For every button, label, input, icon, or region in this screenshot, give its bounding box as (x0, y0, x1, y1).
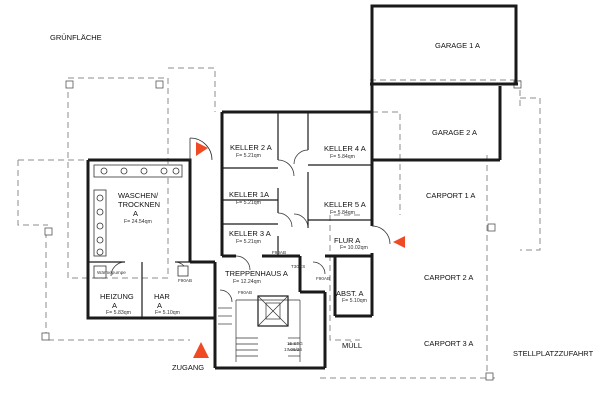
room-keller-2-name: KELLER 2 A (230, 143, 272, 152)
room-keller-5-name: KELLER 5 A (324, 200, 366, 209)
room-waschen-area: F= 24.54qm (124, 219, 152, 225)
entrance-marker-east (393, 236, 405, 248)
staircase (218, 295, 301, 362)
annotation-stair-ratio: 17.06/26 (284, 347, 302, 352)
room-treppenhaus-area: F= 12.24qm (233, 279, 261, 285)
room-treppenhaus-name: TREPPENHAUS A (225, 269, 288, 278)
doors (110, 137, 391, 303)
room-keller-5-area: F= 5.84qm (330, 210, 355, 216)
room-heizung-name-2: A (112, 301, 117, 310)
room-waschen-name-2: TROCKNEN (118, 200, 160, 209)
room-abst-name: ABST. A (336, 289, 364, 298)
entrance-marker-south (193, 342, 209, 358)
annotation-t30rs: T30RS (291, 264, 305, 269)
laundry-appliances (93, 164, 189, 279)
label-stellplatzzufahrt: STELLPLATZZUFAHRT (513, 349, 594, 358)
annotation-waermepumpe: Wärmepumpe (97, 270, 126, 275)
label-gruenflaeche: GRÜNFLÄCHE (50, 33, 102, 42)
room-heizung-area: F= 5.83qm (106, 310, 131, 316)
label-muell: MÜLL (342, 341, 362, 350)
label-carport-1: CARPORT 1 A (426, 191, 475, 200)
room-waschen-name-3: A (133, 209, 138, 218)
room-waschen-name-1: WASCHEN/ (118, 191, 159, 200)
columns (41, 80, 522, 381)
label-garage-1: GARAGE 1 A (435, 41, 480, 50)
annotation-f90ab-2: F90AB (238, 290, 252, 295)
room-abst-area: F= 5.10qm (342, 298, 367, 304)
room-flur-name: FLUR A (334, 236, 360, 245)
annotation-f90ab-4: F90AB (316, 276, 330, 281)
room-heizung-name-1: HEIZUNG (100, 292, 134, 301)
labels: GRÜNFLÄCHE GARAGE 1 A GARAGE 2 A CARPORT… (50, 33, 594, 372)
room-keller-3-area: F= 5.21qm (236, 239, 261, 245)
annotation-f90ab-3: F90AB (178, 278, 192, 283)
room-keller-3-name: KELLER 3 A (229, 229, 271, 238)
room-keller-1-name: KELLER 1A (229, 190, 269, 199)
room-flur-area: F= 10.02qm (340, 245, 368, 251)
entrance-marker-north (196, 142, 208, 156)
room-har-area: F= 5.10qm (155, 310, 180, 316)
room-keller-4-name: KELLER 4 A (324, 144, 366, 153)
label-zugang: ZUGANG (172, 363, 204, 372)
label-garage-2: GARAGE 2 A (432, 128, 477, 137)
building-walls (86, 110, 374, 370)
room-keller-1-area: F= 5.21qm (236, 200, 261, 206)
room-har-name-2: A (157, 301, 162, 310)
annotation-stair-count: 15 STG (287, 341, 303, 346)
label-carport-2: CARPORT 2 A (424, 273, 473, 282)
room-keller-2-area: F= 5.21qm (236, 153, 261, 159)
label-carport-3: CARPORT 3 A (424, 339, 473, 348)
dashed-outlines (17, 67, 541, 379)
entrance-markers (193, 142, 405, 358)
room-har-name-1: HAR (154, 292, 170, 301)
annotation-f90ab-1: F90AB (272, 250, 286, 255)
room-keller-4-area: F= 5.84qm (330, 154, 355, 160)
